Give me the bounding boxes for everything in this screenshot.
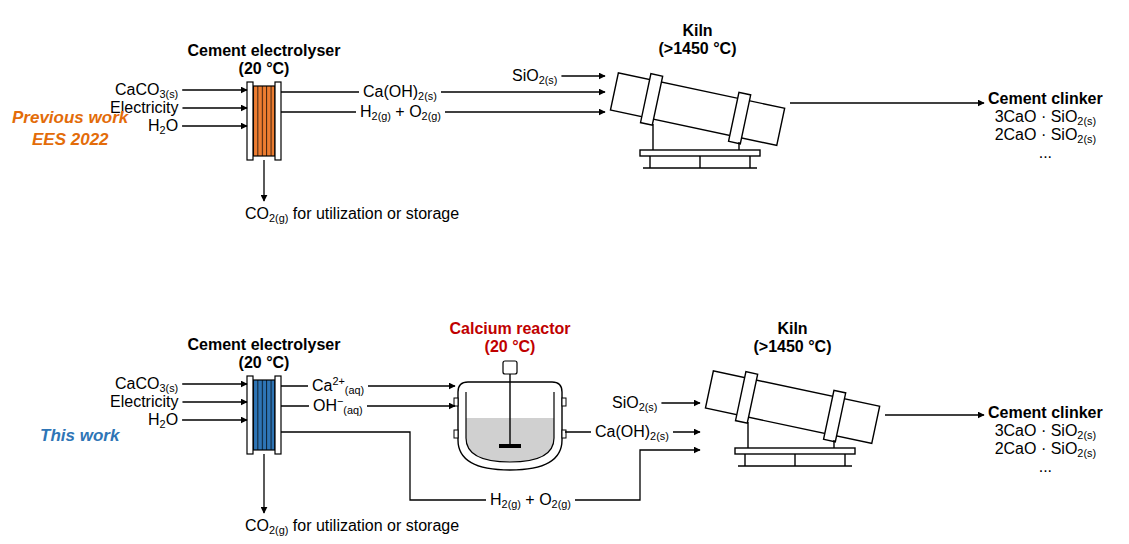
flow-arrow	[561, 75, 605, 76]
node-subtext: ...	[988, 458, 1103, 476]
flow-arrow	[182, 401, 247, 402]
node-text: Cement clinker	[988, 404, 1103, 422]
input-label: H2O	[148, 117, 178, 135]
input-label: SiO2(s)	[512, 67, 557, 85]
flow-arrow	[281, 91, 605, 92]
input-label: CaCO3(s)	[115, 375, 178, 393]
flow-arrow	[182, 419, 247, 420]
stream-label: H2(g) + O2(g)	[486, 491, 575, 509]
flow-arrow	[281, 432, 700, 500]
reactor-drawing	[454, 361, 566, 470]
node-subtext: 3CaO · SiO2(s)	[988, 108, 1103, 126]
input-label: Electricity	[110, 393, 178, 411]
node-text: Cement clinker	[988, 90, 1103, 108]
row-label: EES 2022	[32, 131, 109, 149]
stream-label: Ca(OH)2(s)	[591, 423, 673, 441]
node-text: CO2(g) for utilization or storage	[245, 517, 459, 535]
input-label: H2O	[148, 411, 178, 429]
node-text: CaCO3(s)	[115, 375, 178, 393]
electrolyser-box: Cement electrolyser(20 °C)	[247, 82, 281, 160]
flow-arrow	[263, 454, 264, 513]
flow-arrow	[263, 160, 264, 201]
stream-label: H2(g) + O2(g)	[356, 103, 445, 121]
flow-arrow	[182, 89, 247, 90]
node-title: (>1450 °C)	[754, 338, 832, 356]
node-title: Kiln	[659, 22, 737, 40]
flow-arrow	[281, 405, 455, 406]
flow-arrow	[790, 102, 984, 103]
electrolyser-drawing	[247, 82, 281, 160]
stream-label: Ca(OH)2(s)	[359, 83, 441, 101]
product-block: Cement clinker3CaO · SiO2(s)2CaO · SiO2(…	[988, 90, 1103, 162]
node-text: SiO2(s)	[512, 67, 557, 85]
output-label: CO2(g) for utilization or storage	[245, 517, 459, 535]
flow-arrow	[182, 107, 247, 108]
kiln-drawing	[704, 365, 881, 466]
flow-arrow	[182, 125, 247, 126]
kiln-box: Kiln(>1450 °C)	[605, 62, 790, 172]
node-text: CaCO3(s)	[115, 81, 178, 99]
flow-arrow	[885, 414, 984, 415]
node-text: SiO2(s)	[612, 394, 657, 412]
node-subtext: 3CaO · SiO2(s)	[988, 422, 1103, 440]
node-title: (20 °C)	[188, 60, 341, 78]
stream-label: OH−(aq)	[309, 397, 367, 415]
node-title: (20 °C)	[188, 354, 341, 372]
kiln-box: Kiln(>1450 °C)	[700, 360, 885, 470]
product-block: Cement clinker3CaO · SiO2(s)2CaO · SiO2(…	[988, 404, 1103, 476]
node-title: Cement electrolyser	[188, 336, 341, 354]
row-label: Previous work	[12, 109, 128, 127]
electrolyser-drawing	[247, 376, 281, 454]
stream-label: Ca2+(aq)	[308, 377, 368, 395]
node-text: Electricity	[110, 393, 178, 411]
node-subtext: 2CaO · SiO2(s)	[988, 126, 1103, 144]
node-title: Cement electrolyser	[188, 42, 341, 60]
input-label: SiO2(s)	[612, 394, 657, 412]
node-subtext: 2CaO · SiO2(s)	[988, 440, 1103, 458]
node-title: (20 °C)	[450, 338, 571, 356]
reactor-box: Calcium reactor(20 °C)	[455, 360, 565, 470]
row-label: This work	[40, 427, 119, 445]
electrolyser-box: Cement electrolyser(20 °C)	[247, 376, 281, 454]
node-text: H2O	[148, 411, 178, 429]
flow-arrow	[661, 402, 700, 403]
node-title: Kiln	[754, 320, 832, 338]
node-subtext: ...	[988, 144, 1103, 162]
node-text: CO2(g) for utilization or storage	[245, 205, 459, 223]
node-text: H2O	[148, 117, 178, 135]
input-label: CaCO3(s)	[115, 81, 178, 99]
node-title: Calcium reactor	[450, 320, 571, 338]
flow-arrow	[182, 383, 247, 384]
kiln-drawing	[609, 67, 786, 168]
output-label: CO2(g) for utilization or storage	[245, 205, 459, 223]
node-title: (>1450 °C)	[659, 40, 737, 58]
